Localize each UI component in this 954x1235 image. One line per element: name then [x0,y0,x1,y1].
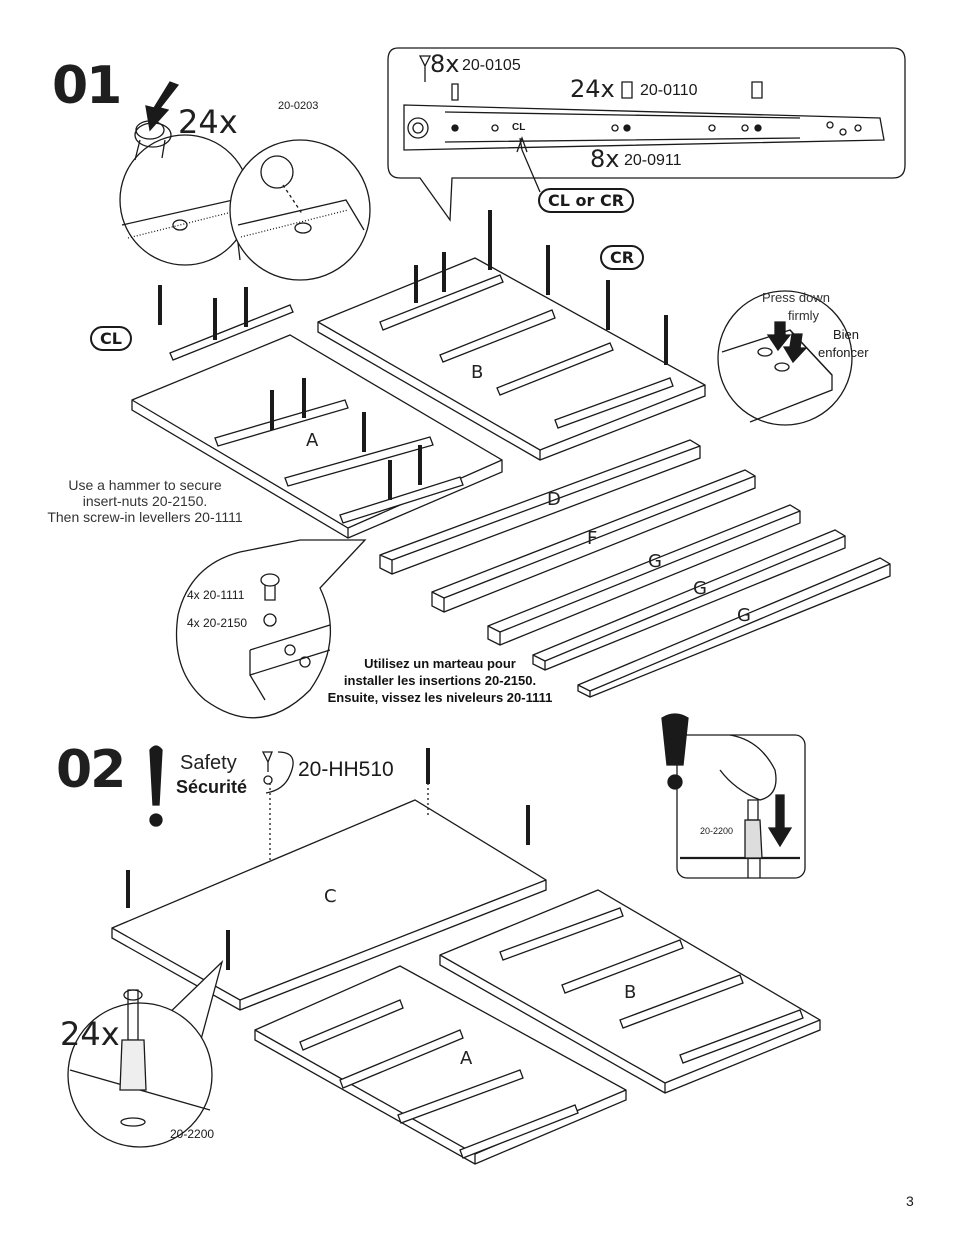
panel-c-label: C [324,886,337,907]
dowel-part-bottom: 20-2200 [170,1127,215,1141]
hammer-note-en: Use a hammer to secure insert-nuts 20-21… [47,477,243,525]
panel-a-label: A [306,430,319,451]
rail-d-label: D [547,489,561,510]
step-1-number: 01 [52,56,122,116]
safety-label-fr: Sécurité [176,777,248,797]
press-down-en-line1: Press down [762,290,830,305]
screw-20-0110-quantity: 24x [570,75,615,103]
panel-a-drawing [131,334,503,539]
leveller-quantity-part: 4x 20-1111 [187,588,245,602]
panel-b-label: B [471,362,484,383]
press-down-fr-line1: Bien [833,327,860,342]
cl-or-cr-badge: CL or CR [538,188,635,213]
panel-a2-label: A [460,1048,473,1069]
cam-lock-quantity: 24x [178,103,238,141]
screw-20-0110-part: 20-0110 [640,82,698,99]
panel-b2-label: B [624,982,637,1003]
rail-g3-label: G [737,605,751,626]
cam-lock-part-number: 20-0203 [278,100,319,112]
step-2-number: 02 [56,740,126,800]
safety-mini-icon [661,713,689,766]
safety-label-en: Safety [180,752,237,774]
screw-20-0105-part: 20-0105 [462,57,521,74]
rail-g1-drawing [487,504,801,646]
rail-f-drawing [431,469,756,613]
rail-g1-label: G [648,551,662,572]
rail-g2-label: G [693,578,707,599]
leveller-callout-bubble [175,539,367,719]
insert-nut-quantity-part: 4x 20-2150 [187,616,248,630]
page-number: 3 [906,1193,914,1209]
press-down-en-line2: firmly [788,308,820,323]
install-dowel-box [676,734,806,879]
insert-arrow-icon [145,81,180,132]
screw-20-0105-quantity: 8x [430,50,460,78]
screw-20-0911-quantity: 8x [590,145,620,173]
press-down-detail-circle [717,290,853,426]
push-down-arrow-icon [767,794,793,848]
cl-badge: CL [90,326,132,351]
dowel-quantity: 24x [60,1015,120,1053]
safety-hardware-part: 20-HH510 [298,758,394,781]
press-arrow-2-icon [782,333,808,364]
screw-20-0911-part: 20-0911 [624,152,682,169]
panel-a2-drawing [254,965,627,1165]
rail-d-drawing [379,439,701,575]
dowel-part-top: 20-2200 [700,826,734,836]
rail-g3-drawing [577,557,891,698]
press-arrow-icon [766,321,792,352]
press-down-fr-line2: enfoncer [818,345,869,360]
cr-badge: CR [600,245,645,270]
rail-g2-drawing [532,529,846,671]
hammer-note-fr: Utilisez un marteau pour installer les i… [327,656,553,705]
slide-cl-label: CL [512,122,526,133]
panel-c-drawing [111,799,547,1011]
rail-f-label: F [587,528,598,549]
safety-exclamation-icon [149,745,163,806]
